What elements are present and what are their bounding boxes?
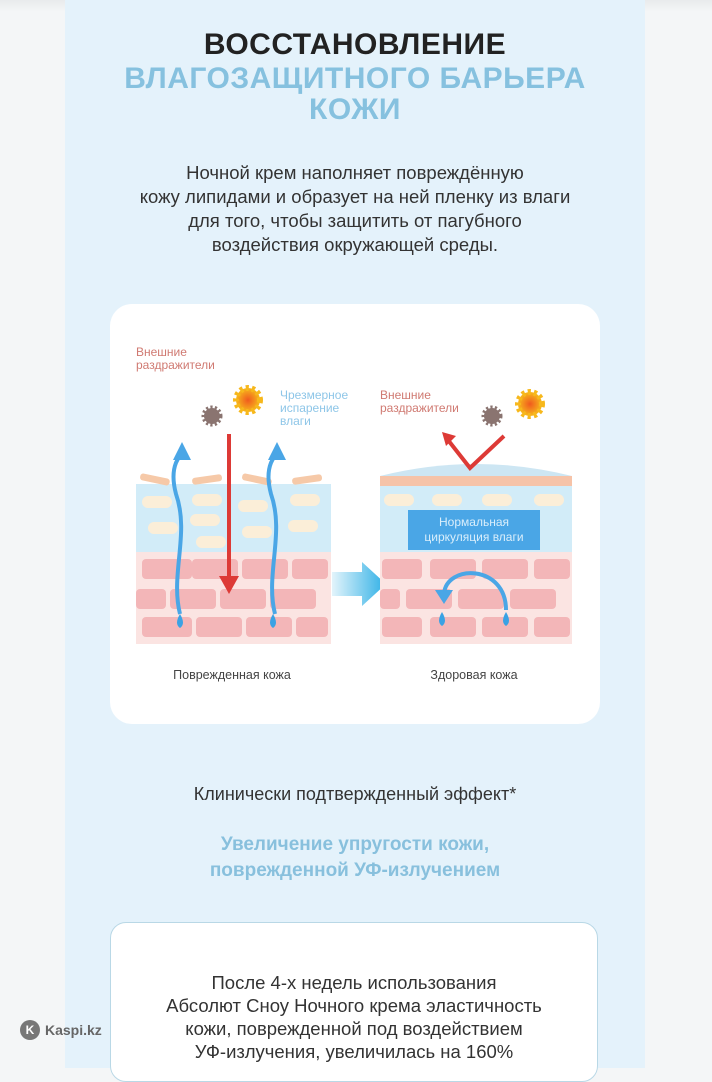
result-text: После 4-х недель использования Абсолют С… (111, 971, 597, 1063)
kaspi-logo-icon: K (20, 1020, 40, 1040)
kaspi-watermark: K Kaspi.kz (20, 1020, 102, 1040)
intro-line: воздействия окружающей среды. (211, 234, 499, 255)
subtitle-line: Увеличение упругости кожи, (220, 834, 490, 855)
title-line-1: ВОССТАНОВЛЕНИЕ (203, 28, 507, 61)
healthy-skin-label: Здоровая кожа (430, 668, 517, 682)
result-line: УФ-излучения, увеличилась на 160% (194, 1041, 514, 1062)
title-line-2: ВЛАГОЗАЩИТНОГО БАРЬЕРА (124, 62, 586, 95)
damaged-skin-label: Поврежденная кожа (173, 668, 291, 682)
intro-line: Ночной крем наполняет повреждённую (186, 162, 524, 183)
damaged-skin (136, 434, 331, 644)
sun-icon (515, 389, 545, 419)
subtitle-line: поврежденной УФ-излучением (209, 860, 501, 881)
sun-icon (233, 385, 263, 415)
elasticity-subtitle: Увеличение упругости кожи, поврежденной … (65, 832, 645, 884)
result-card: После 4-х недель использования Абсолют С… (110, 922, 598, 1082)
pollution-icon (201, 405, 223, 427)
transition-arrow-icon (332, 562, 386, 606)
pollution-icon (481, 405, 503, 427)
clinical-effect-heading: Клинически подтвержденный эффект* (193, 784, 517, 804)
title-line-3: КОЖИ (309, 93, 401, 126)
intro-line: кожу липидами и образует на ней пленку и… (139, 186, 571, 207)
intro-line: для того, чтобы защитить от пагубного (188, 210, 522, 231)
result-line: После 4-х недель использования (211, 972, 497, 993)
result-line: Абсолют Сноу Ночного крема эластичность (166, 995, 542, 1016)
result-line: кожи, поврежденной под воздействием (185, 1018, 523, 1039)
watermark-text: Kaspi.kz (45, 1022, 102, 1038)
intro-text: Ночной крем наполняет повреждённую кожу … (65, 161, 645, 257)
